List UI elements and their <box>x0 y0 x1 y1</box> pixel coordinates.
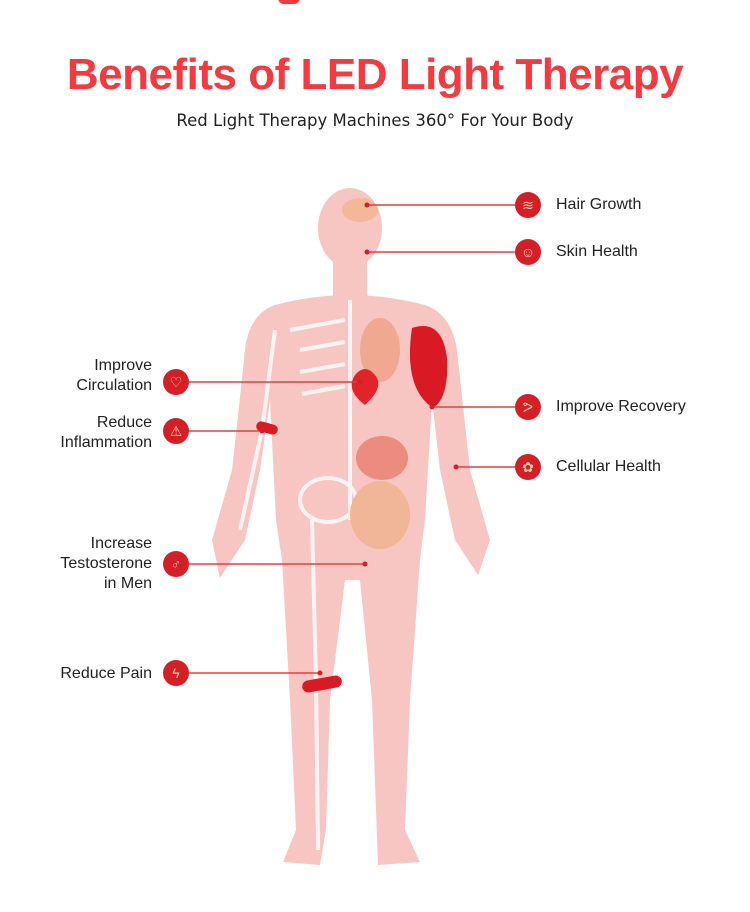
benefit-cellular-health: Cellular Health <box>556 458 661 475</box>
flexed-arm-icon: ᕗ <box>515 394 541 420</box>
hair-follicle-icon: ≋ <box>515 192 541 218</box>
benefit-reduce-inflammation: Reduce Inflammation <box>60 414 152 451</box>
connector-lines <box>176 204 515 674</box>
male-symbol-icon: ♂ <box>163 551 189 577</box>
body-silhouette <box>212 188 490 865</box>
cells-icon: ✿ <box>515 454 541 480</box>
heart-icon: ♡ <box>163 369 189 395</box>
lightning-icon: ϟ <box>163 660 189 686</box>
benefit-increase-testosterone: Increase Testosterone in Men <box>60 535 152 592</box>
face-profile-icon: ☺ <box>515 239 541 265</box>
organs <box>256 198 448 693</box>
page-title: Benefits of LED Light Therapy <box>66 50 684 99</box>
benefit-hair-growth: Hair Growth <box>556 196 642 213</box>
page-subtitle: Red Light Therapy Machines 360° For Your… <box>176 111 574 130</box>
alarm-light-icon: ⚠ <box>163 418 189 444</box>
benefit-improve-recovery: Improve Recovery <box>556 398 686 415</box>
benefit-skin-health: Skin Health <box>556 243 638 260</box>
benefit-reduce-pain: Reduce Pain <box>60 665 152 682</box>
cropped-logo-fragment <box>278 0 300 4</box>
benefit-improve-circulation: Improve Circulation <box>76 357 152 394</box>
